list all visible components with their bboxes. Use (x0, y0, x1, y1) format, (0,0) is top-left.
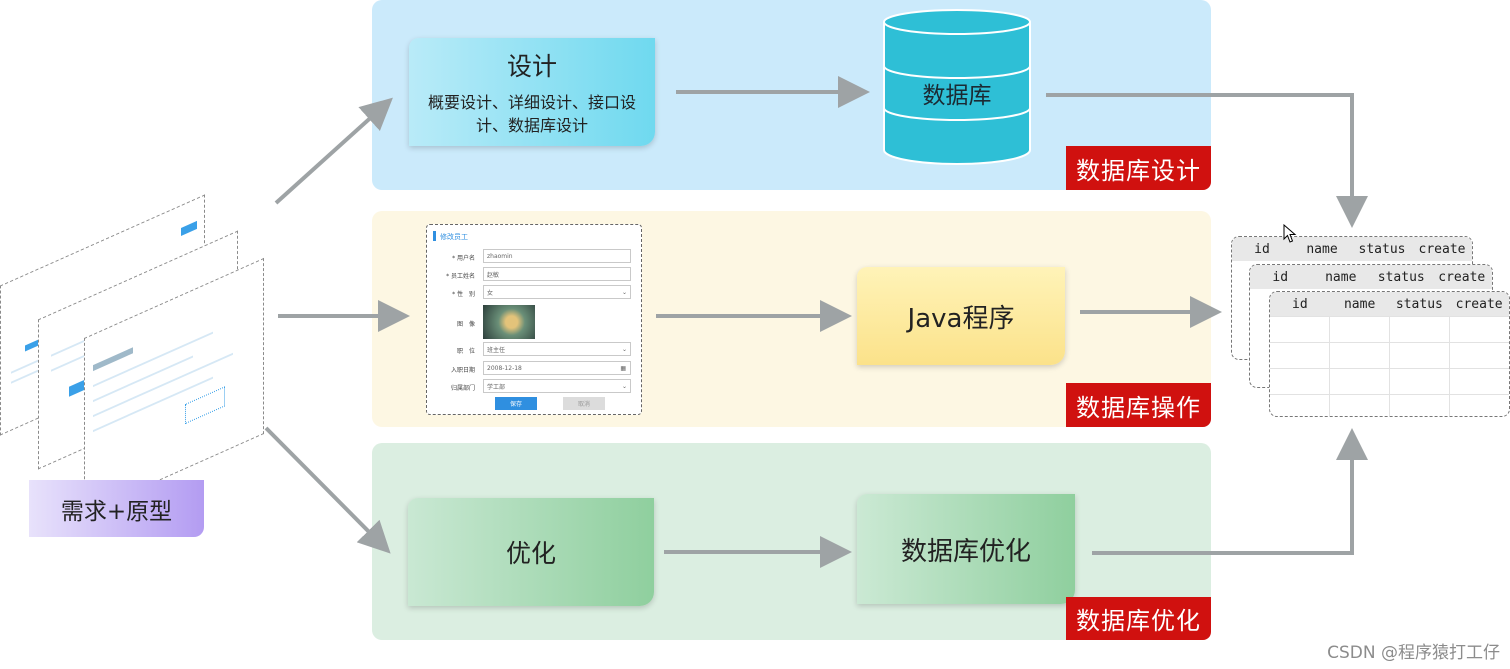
avatar-image[interactable] (483, 305, 535, 339)
name-input[interactable]: 赵敏 (483, 267, 631, 281)
requirements-label: 需求+原型 (60, 498, 173, 525)
field-label-position: 职 位 (456, 348, 475, 355)
chevron-down-icon: ⌄ (621, 345, 627, 353)
column-header-create: create (1455, 296, 1503, 312)
optimize-tag: 数据库优化 (1066, 597, 1211, 640)
employee-form: 修改员工 * 用户名 zhaomin * 员工姓名 赵敏 * 性 别 女 ⌄ 图… (426, 224, 642, 415)
save-button[interactable]: 保存 (495, 397, 537, 410)
chevron-down-icon: ⌄ (621, 382, 627, 390)
database-cylinder (883, 9, 1031, 165)
database-label: 数据库 (922, 83, 992, 109)
design-tag: 数据库设计 (1066, 146, 1211, 190)
db-optimize-card: 数据库优化 (857, 494, 1075, 604)
chevron-down-icon: ⌄ (621, 288, 627, 296)
gender-select[interactable]: 女 ⌄ (483, 285, 631, 299)
username-input[interactable]: zhaomin (483, 249, 631, 263)
column-header-create: create (1418, 241, 1466, 257)
db-table-front: id name status create (1269, 291, 1510, 417)
java-program-label: Java程序 (907, 303, 1015, 334)
mouse-cursor-icon (1283, 224, 1297, 243)
table-header: id name status create (1250, 265, 1492, 289)
column-header-id: id (1292, 296, 1308, 312)
column-header-name: name (1343, 296, 1376, 312)
optimize-label: 优化 (505, 539, 556, 568)
watermark: CSDN @程序猿打工仔 (1327, 643, 1500, 663)
column-header-status: status (1358, 241, 1406, 257)
table-row (1270, 342, 1509, 368)
field-label-username: * 用户名 (452, 255, 475, 262)
field-label-name: * 员工姓名 (446, 273, 475, 280)
field-label-dept: 归属部门 (450, 385, 475, 392)
optimize-card: 优化 (408, 498, 654, 606)
design-card: 设计 概要设计、详细设计、接口设计、数据库设计 (409, 38, 655, 146)
cancel-button[interactable]: 取消 (563, 397, 605, 410)
table-row (1270, 368, 1509, 394)
field-label-entry-date: 入职日期 (450, 367, 475, 374)
gender-value: 女 (487, 289, 494, 297)
entry-date-value: 2008-12-18 (487, 364, 522, 372)
column-header-create: create (1438, 269, 1486, 285)
dept-value: 学工部 (487, 383, 506, 391)
column-header-status: status (1395, 296, 1443, 312)
position-value: 班主任 (487, 346, 506, 354)
position-select[interactable]: 班主任 ⌄ (483, 342, 631, 356)
table-header: id name status create (1232, 237, 1472, 261)
column-header-name: name (1325, 269, 1357, 285)
entry-date-input[interactable]: 2008-12-18 ▦ (483, 361, 631, 375)
java-program-card: Java程序 (857, 267, 1065, 365)
table-header: id name status create (1270, 292, 1509, 316)
table-row (1270, 394, 1509, 416)
db-optimize-label: 数据库优化 (900, 536, 1031, 567)
form-title: 修改员工 (440, 233, 468, 241)
column-header-id: id (1272, 269, 1289, 285)
arrow-req-to-optimize (264, 426, 391, 554)
design-card-title: 设计 (506, 52, 557, 81)
column-header-name: name (1306, 241, 1338, 257)
prototype-screens (0, 180, 270, 515)
field-label-image: 图 像 (456, 321, 475, 328)
calendar-icon: ▦ (620, 364, 626, 372)
field-label-gender: * 性 别 (452, 291, 475, 298)
design-card-desc: 概要设计、详细设计、接口设计、数据库设计 (427, 93, 636, 135)
column-header-id: id (1254, 241, 1270, 257)
operation-tag: 数据库操作 (1066, 383, 1211, 427)
dept-select[interactable]: 学工部 ⌄ (483, 379, 631, 393)
arrow-req-to-design (274, 97, 393, 205)
table-row (1270, 316, 1509, 342)
form-title-bar (433, 231, 436, 241)
requirements-box: 需求+原型 (29, 480, 204, 537)
column-header-status: status (1377, 269, 1425, 285)
